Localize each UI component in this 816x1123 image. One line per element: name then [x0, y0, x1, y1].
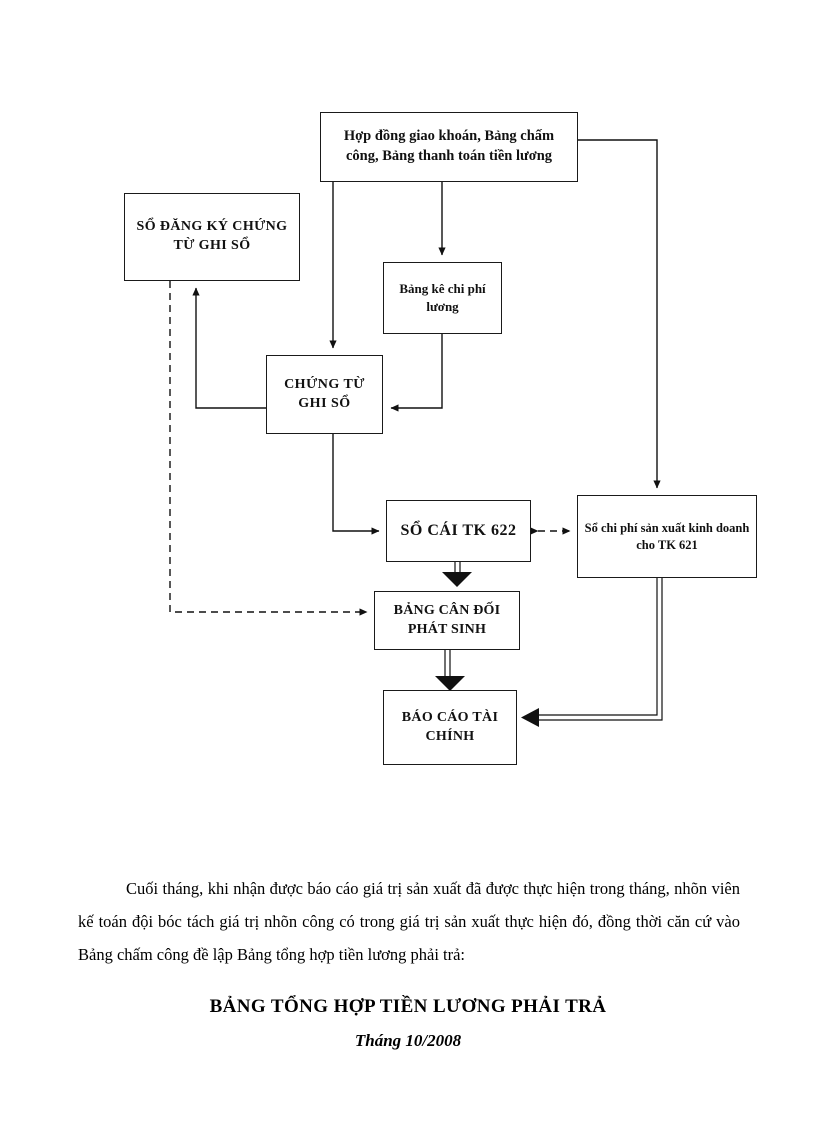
edge-sochiphi-to-baocao-rail-a: [530, 578, 658, 716]
node-salary-cost-list: Bảng kê chi phí lương: [383, 262, 502, 334]
arrowhead-cando-to-baocao: [435, 676, 465, 691]
table-subheading: Tháng 10/2008: [354, 1031, 462, 1050]
node-general-ledger-622: SỔ CÁI TK 622: [386, 500, 531, 562]
edge-chungtu-to-register: [192, 287, 266, 409]
node-register-book-label: SỔ ĐĂNG KÝ CHỨNG TỪ GHI SỔ: [136, 219, 288, 253]
accounting-flowchart: Hợp đồng giao khoán, Bảng chấm công, Bản…: [124, 112, 757, 765]
node-production-cost-book-621: Sổ chi phí sản xuất kinh doanh cho TK 62…: [577, 495, 757, 578]
node-trial-balance-label: BẢNG CÂN ĐỐI PHÁT SINH: [393, 602, 501, 637]
node-production-cost-book-621-label: Sổ chi phí sản xuất kinh doanh cho TK 62…: [584, 520, 750, 552]
edge-register-to-cando: [169, 281, 368, 616]
node-voucher-label: CHỨNG TỪ GHI SỔ: [284, 376, 365, 411]
body-paragraph: Cuối tháng, khi nhận được báo cáo giá tr…: [78, 878, 740, 964]
flowchart-connectors: [169, 139, 663, 727]
node-general-ledger-622-label: SỔ CÁI TK 622: [400, 522, 517, 540]
arrowhead-socai-to-cando: [442, 572, 472, 587]
arrowhead-sochiphi-to-baocao: [521, 708, 539, 727]
node-financial-statements: BÁO CÁO TÀI CHÍNH: [383, 690, 517, 765]
table-heading: BẢNG TỔNG HỢP TIỀN LƯƠNG PHẢI TRẢ: [209, 996, 607, 1017]
node-source-documents: Hợp đồng giao khoán, Bảng chấm công, Bản…: [320, 112, 578, 182]
node-voucher: CHỨNG TỪ GHI SỔ: [266, 355, 383, 434]
edge-bangke-to-chungtu: [390, 334, 443, 412]
node-financial-statements-label: BÁO CÁO TÀI CHÍNH: [401, 709, 499, 744]
node-source-documents-label: Hợp đồng giao khoán, Bảng chấm công, Bản…: [343, 128, 555, 164]
edge-top-to-sochiphi: [578, 139, 661, 489]
edge-chungtu-to-socai: [332, 434, 380, 535]
edge-sochiphi-to-baocao-rail-b: [530, 578, 663, 721]
node-trial-balance: BẢNG CÂN ĐỐI PHÁT SINH: [374, 591, 520, 650]
node-salary-cost-list-label: Bảng kê chi phí lương: [399, 281, 486, 314]
node-register-book: SỔ ĐĂNG KÝ CHỨNG TỪ GHI SỔ: [124, 193, 300, 281]
